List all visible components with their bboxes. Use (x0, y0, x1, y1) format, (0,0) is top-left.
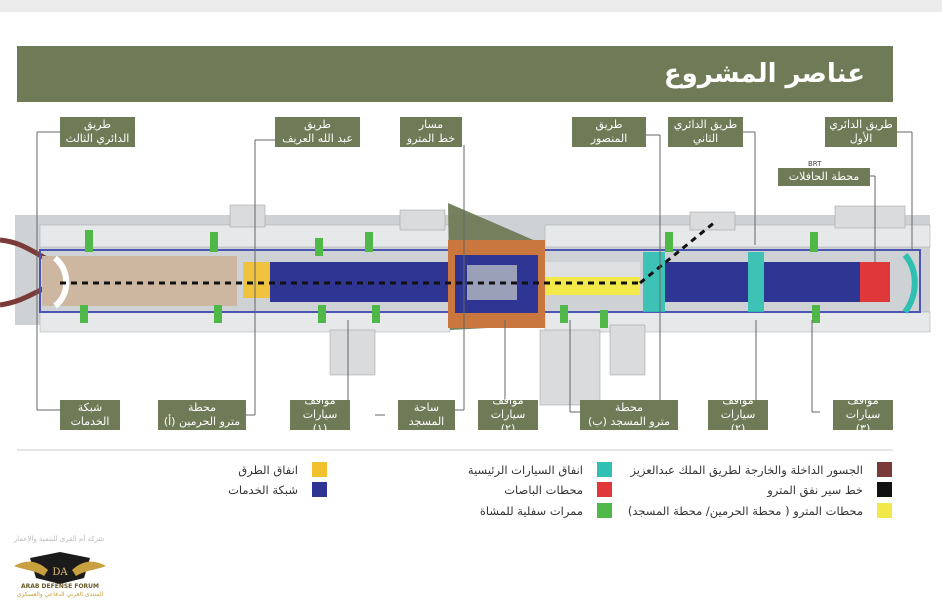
label-parking-2b: مواقف سيارات (٢) (708, 394, 768, 435)
label-second-ring-road: طريق الدائري الثاني (668, 117, 743, 147)
leader-lines (36, 131, 913, 416)
legend-text: ممرات سفلية للمشاة (479, 503, 583, 518)
legend-item: انفاق الطرق (238, 462, 327, 477)
legend-swatch (312, 462, 327, 477)
legend-text: محطات الباصات (504, 482, 583, 497)
bridge-in (0, 237, 47, 261)
logo-subtitle: المنتدى العربي الدفاعي والعسكري (16, 591, 104, 598)
car-tunnel-2 (748, 252, 764, 312)
parking-3 (764, 262, 860, 302)
legend-swatch (597, 482, 612, 497)
legend-text: الجسور الداخلة والخارجة لطريق الملك عبدا… (630, 462, 863, 477)
legend-swatch (877, 482, 892, 497)
legend-item: ممرات سفلية للمشاة (480, 503, 612, 518)
block-cluster (399, 209, 446, 231)
label-mosque-plaza: ساحة المسجد (398, 400, 455, 430)
brt-label: BRT (808, 160, 822, 168)
legend-swatch (877, 503, 892, 518)
logo-mark: DA (52, 567, 68, 578)
legend-item: الجسور الداخلة والخارجة لطريق الملك عبدا… (630, 462, 892, 477)
corridor-paving (545, 262, 640, 277)
building-blocks-top (39, 224, 931, 248)
top-strip (0, 0, 942, 12)
block-cluster (609, 324, 646, 376)
block-cluster (689, 211, 736, 231)
label-parking-3: مواقف سيارات (٣) (833, 394, 893, 435)
legend-text: خط سير نفق المترو (767, 482, 863, 497)
block-cluster (329, 329, 376, 376)
label-bus-station: محطة الحافلات (778, 168, 870, 186)
block-cluster (834, 205, 906, 229)
legend-item: محطات المترو ( محطة الحرمين/ محطة المسجد… (628, 503, 892, 518)
west-roundabout (52, 255, 70, 309)
legend-swatch (597, 503, 612, 518)
watermark-text: شركة أم القرى للتنمية والإعمار (13, 535, 105, 543)
legend-swatch (597, 462, 612, 477)
block-cluster (229, 204, 266, 228)
label-services-network: شبكة الخدمات (60, 400, 120, 430)
legend-swatch (312, 482, 327, 497)
parking-2 (665, 262, 748, 302)
west-plaza (42, 256, 237, 306)
label-abdullah-road: طريق عبد الله العريف (275, 117, 360, 147)
label-first-ring-road: طريق الدائري الأول (825, 117, 897, 147)
metro-tunnel-line (639, 220, 716, 285)
legend-item: شبكة الخدمات (228, 482, 327, 497)
bridge-out (0, 285, 47, 308)
label-parking-2a: مواقف سيارات (٢) (478, 394, 538, 435)
logo-title: ARAB DEFENSE FORUM (20, 583, 100, 590)
label-haramain-station: محطة مترو الحرمين (أ) (158, 400, 246, 430)
forum-logo: DA (14, 552, 106, 584)
label-metro-path: مسار خط المترو (400, 117, 462, 147)
label-mosque-metro-station: محطة مترو المسجد (ب) (580, 400, 678, 430)
car-tunnel-1 (643, 252, 665, 312)
label-parking-1: مواقف سيارات (١) (290, 394, 350, 435)
legend-text: شبكة الخدمات (228, 482, 298, 497)
legend-item: خط سير نفق المترو (767, 482, 892, 497)
legend-item: انفاق السيارات الرئيسية (468, 462, 612, 477)
title-bar: عناصر المشروع (17, 46, 893, 102)
legend-text: محطات المترو ( محطة الحرمين/ محطة المسجد… (627, 503, 863, 518)
legend-swatch (877, 462, 892, 477)
east-roundabout (902, 253, 918, 314)
page-title: عناصر المشروع (663, 59, 865, 89)
label-third-ring-road: طريق الدائري الثالث (60, 117, 135, 147)
legend-item: محطات الباصات (504, 482, 612, 497)
metro-station-mosque (545, 277, 640, 295)
road-tunnel-1 (243, 262, 270, 298)
legend-text: انفاق السيارات الرئيسية (467, 462, 583, 477)
pedestrian-underpasses (80, 230, 820, 328)
bus-station (860, 262, 890, 302)
legend-text: انفاق الطرق (238, 462, 298, 477)
label-mansour-road: طريق المنصور (572, 117, 646, 147)
